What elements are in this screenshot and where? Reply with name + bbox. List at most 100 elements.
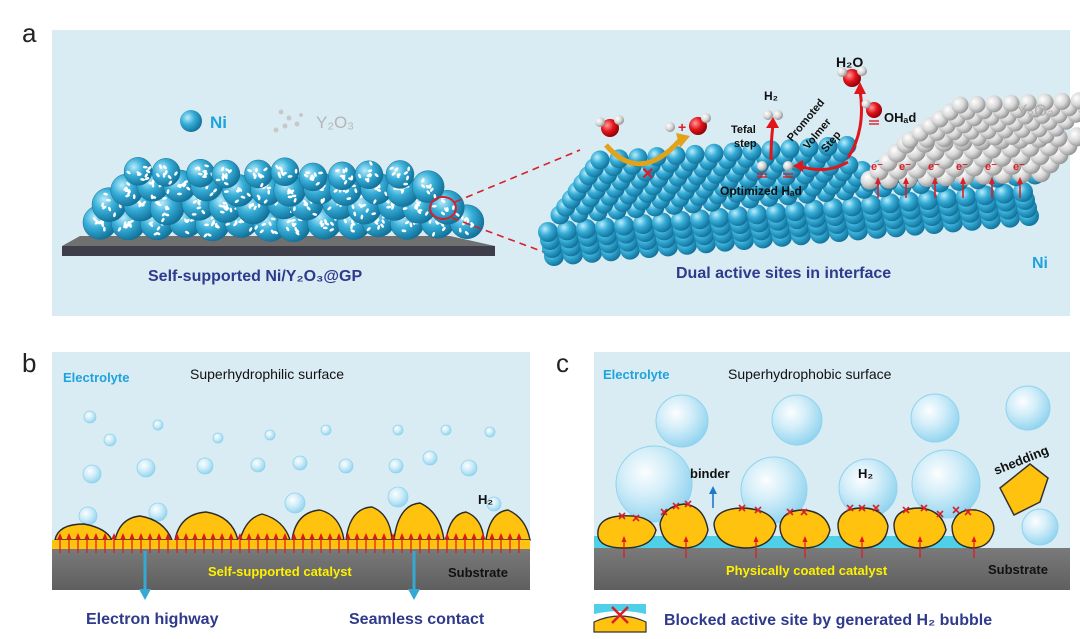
electron-arrowhead <box>75 533 81 539</box>
electron-arrowhead <box>336 533 342 539</box>
electron-arrowhead <box>255 533 261 539</box>
y2o3-atom <box>1067 127 1080 147</box>
ni-atom <box>918 190 938 210</box>
y2o3-speck <box>324 222 330 226</box>
electron-arrowhead <box>408 533 414 539</box>
y2o3-speck <box>386 205 392 209</box>
electron-arrowhead <box>903 177 909 184</box>
y2o3-speck <box>295 231 300 236</box>
y2o3-speck <box>277 171 281 177</box>
y2o3-speck <box>164 213 170 217</box>
y2o3-speck <box>213 188 217 193</box>
blocked-cross <box>952 506 960 514</box>
caption-left: Self-supported Ni/Y₂O₃@GP <box>148 268 362 285</box>
zoom-line-top <box>454 149 581 203</box>
blocked-cross <box>754 506 762 514</box>
ni-atom <box>975 185 995 206</box>
y2o3-speck <box>421 184 426 188</box>
gp-substrate-side <box>62 246 495 256</box>
adsorbed-h <box>757 161 793 178</box>
y2o3-speck <box>162 165 167 170</box>
y2o3-speck <box>166 189 170 194</box>
y2o3-speck <box>233 222 237 227</box>
y2o3-speck <box>138 202 144 206</box>
small-h2-bubbles <box>78 410 502 526</box>
blocked-cross <box>672 502 680 510</box>
y2o3-speck <box>403 182 409 186</box>
y2o3-speck <box>126 182 131 186</box>
water-molecule-top <box>837 66 867 87</box>
electron-arrowhead <box>210 533 216 539</box>
catalyst-particle <box>597 515 657 549</box>
y2o3-speck <box>235 188 241 193</box>
y2o3-speck <box>381 219 385 224</box>
dissociation-arrowhead <box>676 133 690 148</box>
y2o3-speck <box>117 227 122 232</box>
electron-arrowhead <box>147 533 153 539</box>
y2o3-speck <box>428 183 432 189</box>
ni-atom <box>590 150 610 170</box>
y2o3-speck <box>144 177 150 181</box>
y2o3-speck <box>322 226 328 230</box>
y2o3-speck <box>433 193 437 199</box>
y2o3-speck <box>161 217 165 223</box>
h2-bubble <box>320 424 332 436</box>
ni-atom <box>633 214 653 234</box>
y2o3-speck <box>365 208 369 213</box>
y2o3-speck <box>364 178 369 182</box>
y2o3-atom <box>1002 94 1020 112</box>
y2o3-speck <box>313 172 317 177</box>
y2o3-speck <box>113 212 116 218</box>
y2o3-speck <box>151 196 157 199</box>
electron-arrowhead <box>435 533 441 539</box>
ni-atom <box>671 210 691 231</box>
panel-a-letter: a <box>22 18 37 48</box>
blocked-cross <box>660 508 668 516</box>
y2o3-speck <box>268 221 272 227</box>
electron-arrowhead <box>318 533 324 539</box>
y2o3-speck <box>211 221 215 227</box>
panel-c-letter: c <box>556 348 569 378</box>
ni-atom <box>804 199 824 220</box>
y2o3-speck <box>350 219 354 225</box>
y2o3-speck <box>287 175 293 178</box>
electron-arrowhead <box>444 533 450 539</box>
panel-c-h2-label: H₂ <box>858 466 873 481</box>
y2o3-speck <box>374 173 379 178</box>
ni-slab-label: Ni <box>1032 255 1048 272</box>
y2o3-speck <box>359 204 365 208</box>
y2o3-speck <box>417 209 423 212</box>
ni-atom <box>818 137 838 157</box>
y2o3-speck <box>153 232 159 236</box>
electron-arrowhead <box>381 533 387 539</box>
electron-arrowhead <box>453 533 459 539</box>
y2o3-speck <box>458 227 462 233</box>
y2o3-speck <box>184 219 190 223</box>
shed-particle <box>999 463 1049 517</box>
y2o3-speck <box>164 170 168 176</box>
blocked-cross <box>786 508 794 516</box>
y2o3-speck <box>466 218 470 224</box>
electron-arrowhead <box>291 533 297 539</box>
electron-arrowhead <box>1017 177 1023 184</box>
electron-arrowhead <box>66 533 72 539</box>
catalyst-particle <box>779 509 831 549</box>
electron-arrowhead <box>237 533 243 539</box>
y2o3-speck <box>309 177 315 181</box>
y2o3-speck <box>156 173 160 178</box>
blocked-cross <box>738 504 746 512</box>
h-transfer-arrowhead <box>793 160 803 172</box>
y2o3-speck <box>464 217 468 222</box>
y2o3-speck <box>225 172 228 178</box>
svg-text:+: + <box>678 119 686 135</box>
electron-arrowhead <box>57 533 63 539</box>
y2o3-speck <box>342 175 346 181</box>
y2o3-speck <box>406 175 409 181</box>
y2o3-speck <box>320 198 324 204</box>
y2o3-speck <box>366 227 371 232</box>
h2-label-a: H₂ <box>764 89 778 103</box>
y2o3-speck <box>367 173 373 177</box>
y2o3-speck <box>312 212 318 216</box>
y2o3-speck <box>191 213 197 216</box>
y2o3-speck <box>415 205 419 210</box>
